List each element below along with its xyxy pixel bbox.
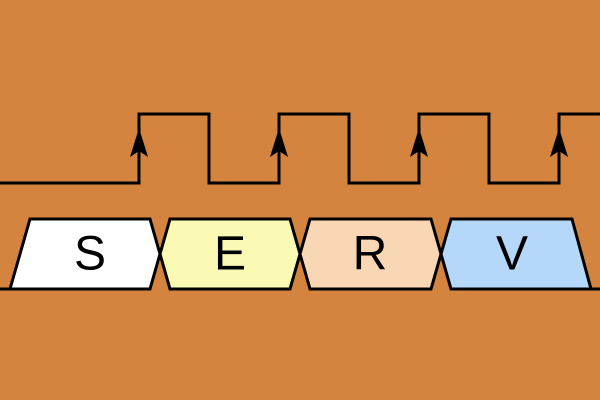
stage-s: S — [8, 217, 162, 291]
rising-edge-arrow-icon — [270, 128, 288, 157]
stage-r: R — [298, 217, 443, 291]
stage-v: V — [439, 217, 593, 291]
stage-v-label: V — [496, 228, 528, 281]
stage-e-label: E — [214, 228, 246, 281]
stage-r-label: R — [353, 228, 388, 281]
rising-edge-arrow-icon — [130, 128, 148, 157]
rising-edge-arrow-icon — [550, 128, 568, 157]
rising-edge-arrow-icon — [410, 128, 428, 157]
clock-waveform — [0, 112, 600, 185]
stage-v-box — [439, 217, 593, 291]
stage-r-box — [298, 217, 443, 291]
stage-e: E — [158, 217, 302, 291]
stage-e-box — [158, 217, 302, 291]
stage-s-box — [8, 217, 162, 291]
stage-s-label: S — [74, 228, 106, 281]
